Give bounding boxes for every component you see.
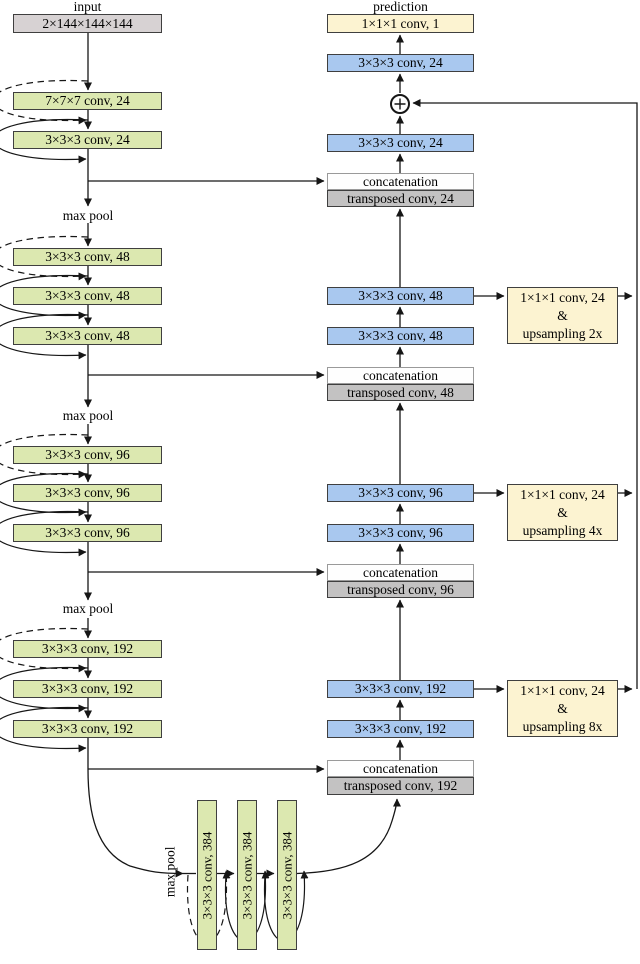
encoder-stage2-conv3: 3×3×3 conv, 48 [13,327,162,345]
max-pool-label-bottleneck: max pool [162,846,178,898]
decoder-stage3-concatenation: concatenation [327,564,474,581]
decoder-stage3-conv-a: 3×3×3 conv, 96 [327,484,474,502]
side-output-upsampling-8x: 1×1×1 conv, 24 & upsampling 8x [507,680,618,737]
decoder-stage4-conv-b: 3×3×3 conv, 192 [327,720,474,738]
decoder-stage2-transposed-conv: transposed conv, 48 [327,384,474,401]
encoder-stage2-conv2: 3×3×3 conv, 48 [13,287,162,305]
recurrent-loops-dashed [0,79,89,673]
recurrent-loops-solid [0,118,89,753]
encoder-stage1-conv1: 7×7×7 conv, 24 [13,92,162,110]
encoder-stage3-conv1: 3×3×3 conv, 96 [13,446,162,464]
encoder-stage1-conv2: 3×3×3 conv, 24 [13,131,162,149]
prediction-label: prediction [373,0,428,14]
decoder-stage3-conv-b: 3×3×3 conv, 96 [327,524,474,542]
decoder-stage1-conv: 3×3×3 conv, 24 [327,134,474,152]
decoder-stage1-concatenation: concatenation [327,173,474,190]
side-output-upsampling-2x: 1×1×1 conv, 24 & upsampling 2x [507,287,618,344]
sum-node-icon [390,94,410,114]
encoder-stage4-conv1: 3×3×3 conv, 192 [13,640,162,658]
bottleneck-conv3: 3×3×3 conv, 384 [277,800,297,950]
encoder-stage3-conv3: 3×3×3 conv, 96 [13,524,162,542]
max-pool-label-2: max pool [62,408,114,423]
decoder-stage4-concatenation: concatenation [327,760,474,777]
encoder-stage3-conv2: 3×3×3 conv, 96 [13,484,162,502]
decoder-stage2-conv-a: 3×3×3 conv, 48 [327,287,474,305]
max-pool-label-3: max pool [62,601,114,616]
decoder-stage4-transposed-conv: transposed conv, 192 [327,777,474,795]
input-dimensions-box: 2×144×144×144 [13,14,162,33]
decoder-stage4-conv-a: 3×3×3 conv, 192 [327,680,474,698]
decoder-stage2-conv-b: 3×3×3 conv, 48 [327,327,474,345]
bottleneck-conv2: 3×3×3 conv, 384 [237,800,257,950]
skip-connections [88,177,325,773]
decoder-stage1-conv-top: 3×3×3 conv, 24 [327,54,474,72]
decoder-stage1-transposed-conv: transposed conv, 24 [327,190,474,207]
encoder-stage4-conv2: 3×3×3 conv, 192 [13,680,162,698]
encoder-stage2-conv1: 3×3×3 conv, 48 [13,248,162,266]
max-pool-label-1: max pool [62,208,114,223]
decoder-stage2-concatenation: concatenation [327,367,474,384]
decoder-stage3-transposed-conv: transposed conv, 96 [327,581,474,598]
encoder-stage4-conv3: 3×3×3 conv, 192 [13,720,162,738]
input-label: input [73,0,102,14]
bottleneck-conv1: 3×3×3 conv, 384 [197,800,217,950]
prediction-conv-box: 1×1×1 conv, 1 [327,14,474,33]
side-output-upsampling-4x: 1×1×1 conv, 24 & upsampling 4x [507,484,618,541]
side-output-lines [412,99,638,693]
